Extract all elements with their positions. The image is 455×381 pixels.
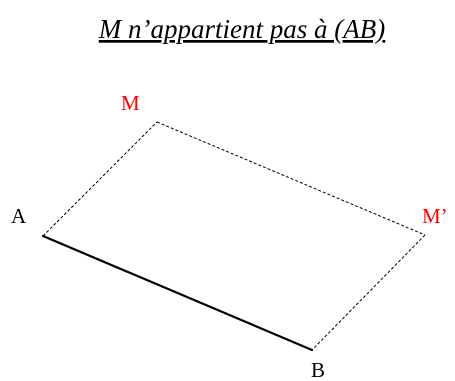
point-label-b: B bbox=[311, 358, 325, 381]
segment-ab bbox=[41, 234, 314, 352]
segment-am-dashed bbox=[42, 121, 158, 237]
segment-mprime-b-dashed bbox=[311, 234, 426, 351]
point-label-a: A bbox=[11, 204, 27, 228]
point-label-m: M bbox=[121, 91, 140, 115]
diagram-title: M n’appartient pas à (AB) bbox=[98, 14, 385, 44]
segment-m-mprime-dashed bbox=[156, 121, 426, 236]
point-label-m-prime: M’ bbox=[422, 204, 448, 228]
